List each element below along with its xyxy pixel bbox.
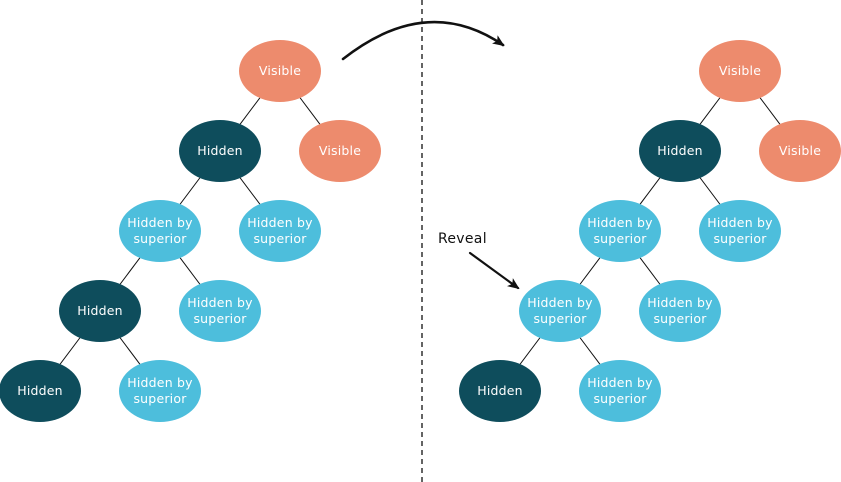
tree-node-label: Hidden by superior [127,374,193,406]
tree-node-label: Hidden [17,382,63,398]
reveal-annotation-label: Reveal [438,231,487,247]
tree-node-label: Visible [718,62,762,78]
tree-node-label: Hidden [477,382,523,398]
tree-node-label: Hidden by superior [127,214,193,246]
tree-node-hidden-by-superior: Hidden by superior [119,360,201,422]
tree-node-label: Hidden [197,142,243,158]
tree-node-hidden-by-superior-revealed: Hidden by superior [519,280,601,342]
tree-node-hidden: Hidden [459,360,541,422]
tree-node-hidden: Hidden [639,120,721,182]
tree-node-label: Hidden by superior [587,374,653,406]
tree-node-hidden: Hidden [0,360,81,422]
reveal-arrow-icon [468,251,520,290]
tree-node-hidden: Hidden [59,280,141,342]
tree-node-label: Visible [318,142,362,158]
tree-node-hidden-by-superior: Hidden by superior [699,200,781,262]
tree-node-label: Hidden [657,142,703,158]
tree-node-hidden-by-superior: Hidden by superior [119,200,201,262]
tree-node-label: Hidden by superior [587,214,653,246]
tree-node-label: Hidden by superior [707,214,773,246]
tree-node-label: Visible [778,142,822,158]
tree-node-label: Hidden by superior [247,214,313,246]
tree-node-label: Hidden by superior [187,294,253,326]
tree-node-label: Hidden [77,302,123,318]
tree-node-hidden-by-superior: Hidden by superior [179,280,261,342]
tree-node-hidden-by-superior: Hidden by superior [639,280,721,342]
tree-node-visible: Visible [699,40,781,102]
tree-node-label: Hidden by superior [647,294,713,326]
tree-node-visible: Visible [239,40,321,102]
before-after-curved-arrow-icon [341,20,505,61]
tree-node-visible: Visible [759,120,841,182]
tree-node-label: Visible [258,62,302,78]
tree-node-hidden-by-superior: Hidden by superior [239,200,321,262]
tree-node-hidden: Hidden [179,120,261,182]
tree-node-visible: Visible [299,120,381,182]
tree-node-label: Hidden by superior [527,294,593,326]
tree-node-hidden-by-superior: Hidden by superior [579,360,661,422]
tree-node-hidden-by-superior: Hidden by superior [579,200,661,262]
